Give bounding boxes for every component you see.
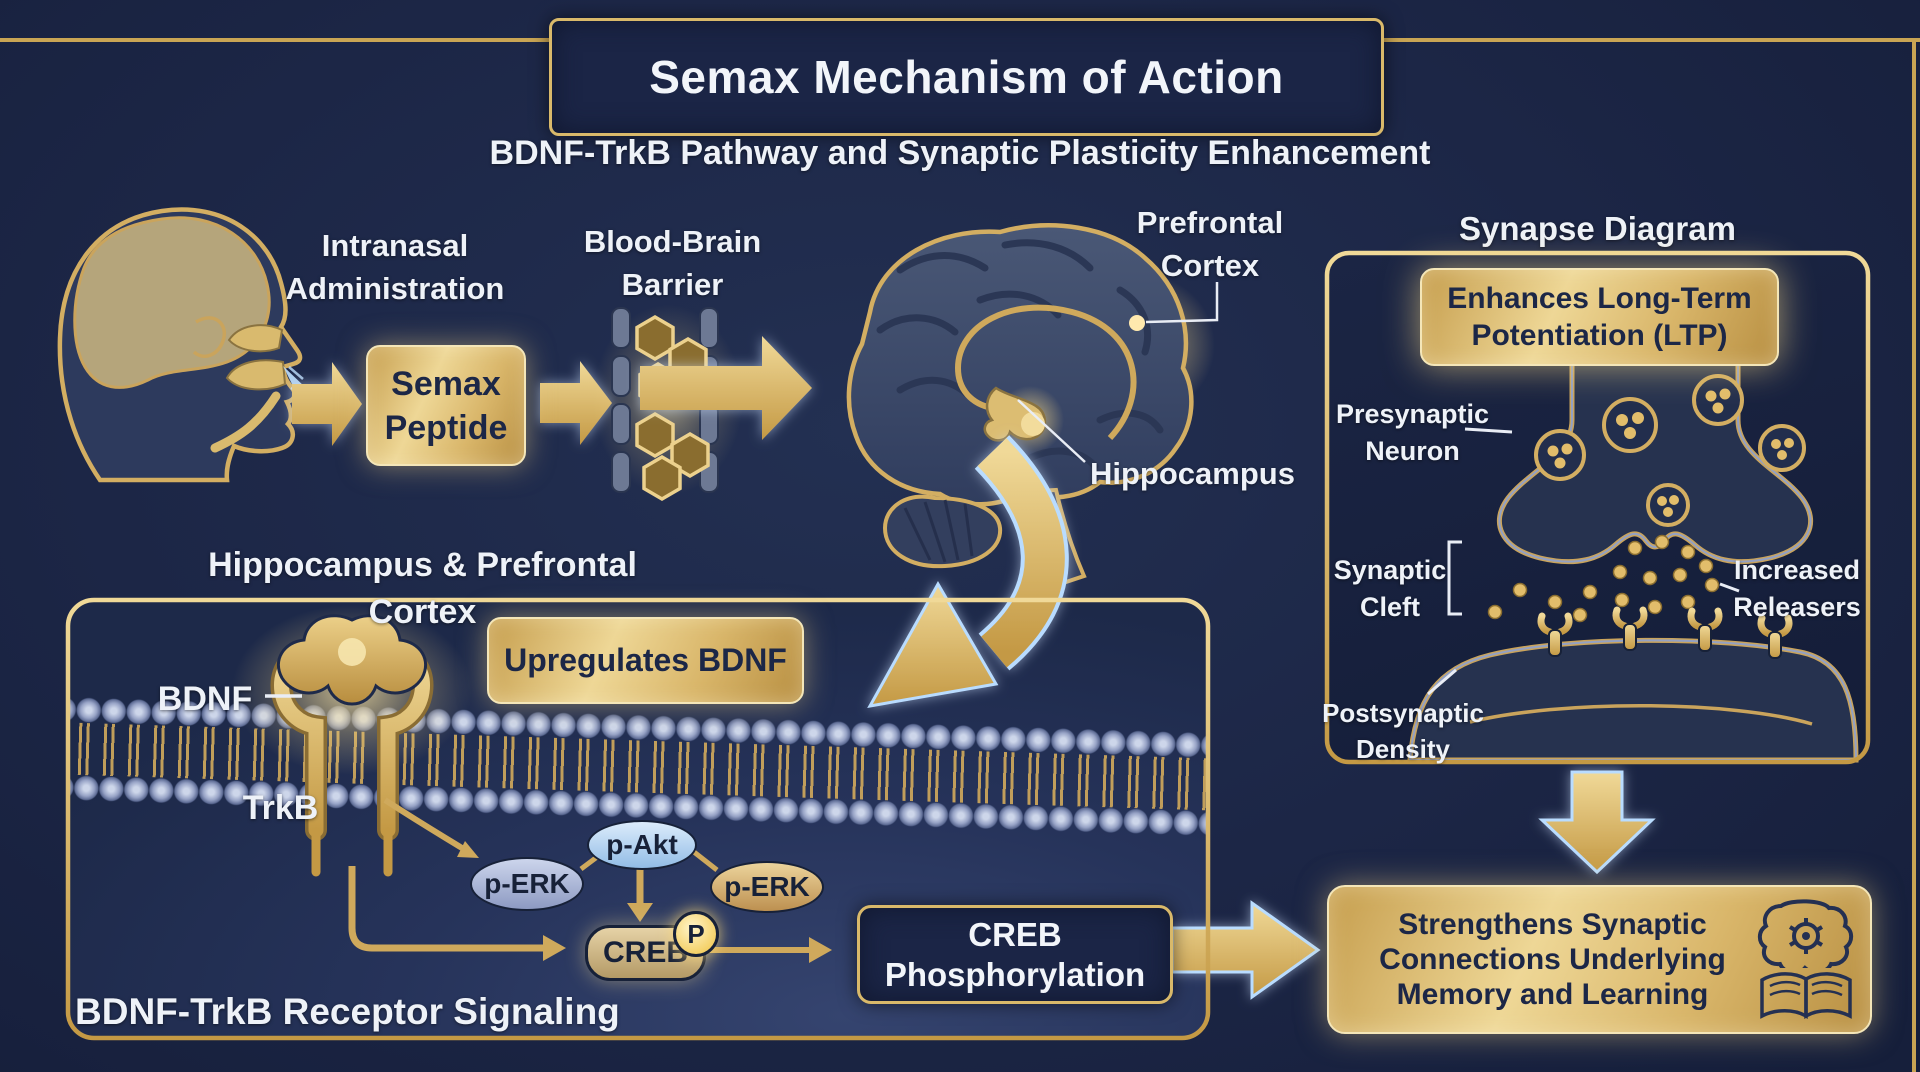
- upregulates-bdnf-box: Upregulates BDNF: [487, 617, 804, 704]
- brain-gear-icon: [1757, 898, 1854, 968]
- ltp-box: Enhances Long-Term Potentiation (LTP): [1420, 268, 1779, 366]
- hippocampus-label: Hippocampus: [1090, 456, 1295, 491]
- hippocampus-structure: [983, 386, 1047, 442]
- blood-brain-barrier-graphic: [593, 305, 812, 502]
- subtitle: BDNF-TrkB Pathway and Synaptic Plasticit…: [489, 134, 1431, 172]
- increased-releasers-label: Increased Releasers: [1733, 555, 1861, 623]
- synapse-diagram-title: Synapse Diagram: [1459, 210, 1736, 247]
- outcome-text: Strengthens Synaptic Connections Underly…: [1379, 908, 1726, 1011]
- outcome-box: Strengthens Synaptic Connections Underly…: [1327, 885, 1872, 1034]
- synaptic-cleft-label: Synaptic Cleft: [1333, 555, 1447, 623]
- trkb-label: TrkB: [242, 789, 319, 827]
- outcome-icons: [1742, 896, 1870, 1024]
- prefrontal-cortex-label: Prefrontal Cortex: [1136, 205, 1284, 283]
- p-erk-left-molecule: p-ERK: [470, 857, 584, 911]
- p-erk-right-molecule: p-ERK: [710, 861, 824, 913]
- arrow-semax-to-bbb: [540, 361, 612, 445]
- phosphate-badge: P: [673, 911, 719, 957]
- blood-brain-barrier-label: Blood-Brain Barrier: [583, 224, 762, 302]
- creb-phosphorylation-box: CREB Phosphorylation: [857, 905, 1173, 1004]
- arrow-synapse-to-outcome: [1538, 770, 1656, 875]
- peptide-hexagons: [635, 314, 710, 502]
- right-frame-line: [1912, 38, 1916, 1072]
- head-profile-illustration: [57, 207, 306, 483]
- postsynaptic-density-label: Postsynaptic Density: [1322, 698, 1484, 764]
- nasal-spray-icon: [283, 366, 306, 397]
- open-book-icon: [1760, 971, 1852, 1019]
- semax-peptide-box: Semax Peptide: [366, 345, 526, 466]
- presynaptic-neuron-label: Presynaptic Neuron: [1335, 399, 1490, 467]
- brain-label-pointers: [1017, 282, 1219, 463]
- intranasal-administration-label: Intranasal Administration: [285, 228, 505, 306]
- cerebellum-striations: [903, 499, 974, 563]
- p-akt-molecule: p-Akt: [587, 820, 697, 870]
- bdnf-label: BDNF: [157, 680, 253, 718]
- title-banner: Semax Mechanism of Action: [549, 18, 1384, 136]
- page-title: Semax Mechanism of Action: [649, 51, 1284, 103]
- arrow-bbb-to-brain: [640, 336, 812, 440]
- arrow-head-to-semax: [292, 362, 362, 446]
- signaling-caption: BDNF-TrkB Receptor Signaling: [75, 991, 620, 1032]
